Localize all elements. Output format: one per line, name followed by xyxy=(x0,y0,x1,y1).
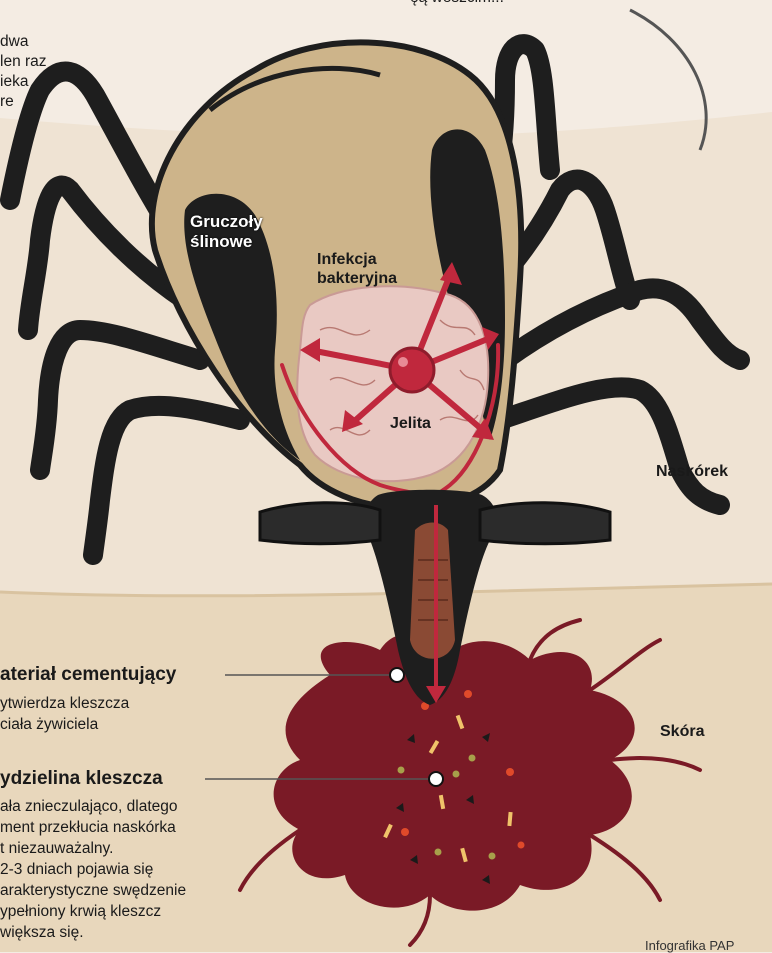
top-left-text-line: dwa xyxy=(0,32,28,52)
skin-label: Skóra xyxy=(660,722,704,741)
hypostome xyxy=(410,523,455,659)
secretion-text-line: większa się. xyxy=(0,923,84,943)
epidermis-label: Naskórek xyxy=(656,462,728,481)
top-left-text-line: ieka xyxy=(0,72,28,92)
secretion-text-line: ypełniony krwią kleszcz xyxy=(0,902,161,922)
bacterial-infection-label: Infekcja bakteryjna xyxy=(317,250,397,288)
palps-right xyxy=(480,503,610,544)
secretion-text-line: arakterystyczne swędzenie xyxy=(0,881,186,901)
secretion-text-line: t niezauważalny. xyxy=(0,839,113,859)
salivary-glands-label: Gruczoły ślinowe xyxy=(190,212,263,252)
cement-text-line: ytwierdza kleszcza xyxy=(0,694,129,714)
top-clip-text: ęą weszcim... xyxy=(410,0,504,8)
credit: Infografika PAP xyxy=(645,938,734,953)
cement-text-line: ciała żywiciela xyxy=(0,715,98,735)
infection-core xyxy=(390,348,434,392)
top-left-text-line: re xyxy=(0,92,14,112)
secretion-text-line: 2-3 dniach pojawia się xyxy=(0,860,153,880)
infection-core-highlight xyxy=(398,357,408,367)
secretion-title: ydzielina kleszcza xyxy=(0,768,163,790)
palps-left xyxy=(260,503,380,544)
secretion-text-line: ment przekłucia naskórka xyxy=(0,818,176,838)
cement-callout-dot xyxy=(390,668,404,682)
top-left-text-line: len raz xyxy=(0,52,47,72)
secretion-callout-dot xyxy=(429,772,443,786)
cement-title: ateriał cementujący xyxy=(0,664,176,686)
secretion-text-line: ała znieczulająco, dlatego xyxy=(0,797,178,817)
intestines-label: Jelita xyxy=(390,414,431,433)
